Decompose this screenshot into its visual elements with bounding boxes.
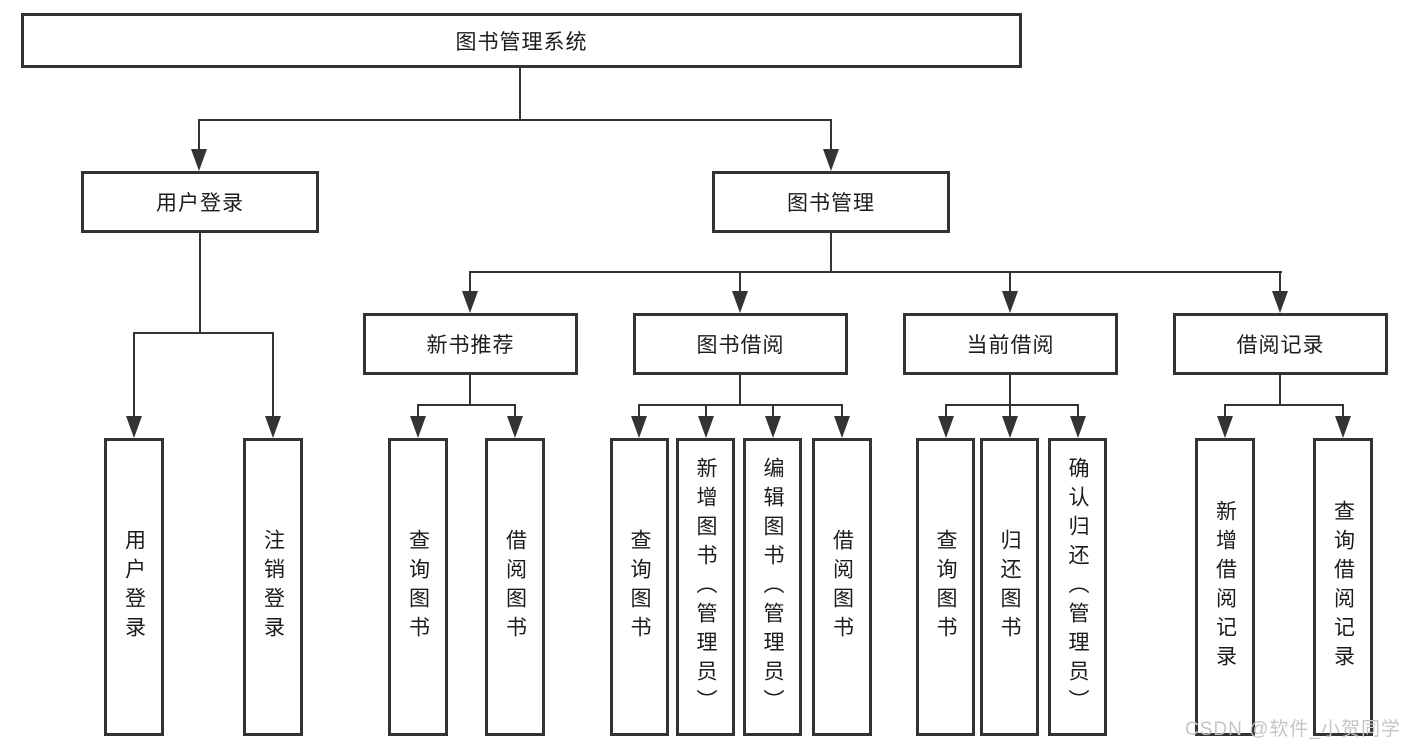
arrowhead-down-newbook-leaf1 <box>410 416 426 438</box>
arrowhead-down-currentborrow-leaf2 <box>1002 416 1018 438</box>
arrowhead-down-leaf-user-login <box>126 416 142 438</box>
node-root-library-management-system: 图书管理系统 <box>21 13 1022 68</box>
arrowhead-down-book-borrow <box>732 291 748 313</box>
arrowhead-down-bookborrow-leaf2 <box>698 416 714 438</box>
node-book-management: 图书管理 <box>712 171 950 233</box>
leaf-user-login: 用户登录 <box>104 438 164 736</box>
node-current-borrowing: 当前借阅 <box>903 313 1118 375</box>
connector-newbook-leaf2-stub <box>514 404 516 420</box>
arrowhead-down-leaf-logout <box>265 416 281 438</box>
connector-user-login-stub <box>198 119 200 152</box>
connector-bookborrow-leaf1-stub <box>638 404 640 420</box>
csdn-watermark: CSDN @软件_小贺同学 <box>1185 719 1401 740</box>
arrowhead-down-book-management <box>823 149 839 171</box>
leaf-logout: 注销登录 <box>243 438 303 736</box>
node-user-login-label: 用户登录 <box>156 192 244 215</box>
leaf-edit-books-admin-label: 编辑图书（管理员） <box>761 456 784 718</box>
arrowhead-down-newbook-leaf2 <box>507 416 523 438</box>
leaf-newbook-borrow-books: 借阅图书 <box>485 438 545 736</box>
arrowhead-down-new-book <box>462 291 478 313</box>
leaf-confirm-return-admin-label: 确认归还（管理员） <box>1066 456 1089 718</box>
connector-bookborrow-leaf2-stub <box>705 404 707 420</box>
leaf-currentborrow-query-books: 查询图书 <box>916 438 975 736</box>
connector-newbook-vline <box>469 375 471 405</box>
leaf-newbook-borrow-books-label: 借阅图书 <box>503 529 527 645</box>
connector-userlogin-vline <box>199 233 201 333</box>
connector-currentborrow-leaf1-stub <box>945 404 947 420</box>
node-new-book-recommend-label: 新书推荐 <box>426 334 515 357</box>
connector-bookborrow-vline <box>739 375 741 405</box>
leaf-edit-books-admin: 编辑图书（管理员） <box>743 438 802 736</box>
connector-current-borrow-stub <box>1009 271 1011 293</box>
connector-root-vline <box>519 68 521 120</box>
node-borrowing-records-label: 借阅记录 <box>1236 334 1325 357</box>
connector-borrowrecord-vline <box>1279 375 1281 405</box>
connector-level3-hline <box>469 271 1282 273</box>
leaf-user-login-label: 用户登录 <box>122 529 146 645</box>
leaf-add-books-admin-label: 新增图书（管理员） <box>694 456 717 718</box>
connector-book-management-stub <box>830 119 832 152</box>
connector-currentborrow-vline <box>1009 375 1011 405</box>
node-user-login: 用户登录 <box>81 171 319 233</box>
leaf-logout-label: 注销登录 <box>261 529 285 645</box>
node-root-label: 图书管理系统 <box>455 30 588 54</box>
arrowhead-down-user-login <box>191 149 207 171</box>
leaf-return-books-label: 归还图书 <box>998 529 1021 645</box>
connector-bookborrow-hline <box>638 404 843 406</box>
node-current-borrowing-label: 当前借阅 <box>966 334 1055 357</box>
leaf-add-borrow-record: 新增借阅记录 <box>1195 438 1255 736</box>
leaf-query-borrow-record-label: 查询借阅记录 <box>1331 500 1355 674</box>
node-book-borrowing-label: 图书借阅 <box>696 334 785 357</box>
node-new-book-recommend: 新书推荐 <box>363 313 578 375</box>
connector-bookborrow-leaf4-stub <box>841 404 843 420</box>
connector-new-book-stub <box>469 271 471 293</box>
connector-borrowrecord-leaf1-stub <box>1224 404 1226 420</box>
connector-currentborrow-leaf2-stub <box>1009 404 1011 420</box>
arrowhead-down-borrow-record <box>1272 291 1288 313</box>
connector-bookmgmt-vline <box>830 233 832 272</box>
node-book-borrowing: 图书借阅 <box>633 313 848 375</box>
arrowhead-down-currentborrow-leaf1 <box>938 416 954 438</box>
leaf-bookborrow-query-books-label: 查询图书 <box>628 529 651 645</box>
connector-currentborrow-leaf3-stub <box>1077 404 1079 420</box>
connector-root-hline <box>198 119 832 121</box>
connector-leaf-user-login-stub <box>133 332 135 418</box>
connector-newbook-leaf1-stub <box>417 404 419 420</box>
connector-userlogin-hline <box>133 332 274 334</box>
arrowhead-down-borrowrecord-leaf1 <box>1217 416 1233 438</box>
connector-bookborrow-leaf3-stub <box>772 404 774 420</box>
leaf-bookborrow-borrow-books: 借阅图书 <box>812 438 872 736</box>
connector-borrowrecord-hline <box>1224 404 1344 406</box>
leaf-add-books-admin: 新增图书（管理员） <box>676 438 735 736</box>
leaf-newbook-query-books-label: 查询图书 <box>406 529 430 645</box>
connector-book-borrow-stub <box>739 271 741 293</box>
leaf-confirm-return-admin: 确认归还（管理员） <box>1048 438 1107 736</box>
leaf-add-borrow-record-label: 新增借阅记录 <box>1213 500 1237 674</box>
leaf-newbook-query-books: 查询图书 <box>388 438 448 736</box>
connector-borrow-record-stub <box>1279 271 1281 293</box>
arrowhead-down-borrowrecord-leaf2 <box>1335 416 1351 438</box>
node-book-management-label: 图书管理 <box>787 192 875 215</box>
arrowhead-down-current-borrow <box>1002 291 1018 313</box>
leaf-query-borrow-record: 查询借阅记录 <box>1313 438 1373 736</box>
connector-newbook-hline <box>417 404 516 406</box>
arrowhead-down-bookborrow-leaf1 <box>631 416 647 438</box>
leaf-currentborrow-query-books-label: 查询图书 <box>934 529 957 645</box>
connector-currentborrow-hline <box>945 404 1079 406</box>
connector-leaf-logout-stub <box>272 332 274 418</box>
arrowhead-down-bookborrow-leaf4 <box>834 416 850 438</box>
arrowhead-down-bookborrow-leaf3 <box>765 416 781 438</box>
leaf-bookborrow-query-books: 查询图书 <box>610 438 669 736</box>
arrowhead-down-currentborrow-leaf3 <box>1070 416 1086 438</box>
leaf-return-books: 归还图书 <box>980 438 1039 736</box>
node-borrowing-records: 借阅记录 <box>1173 313 1388 375</box>
connector-borrowrecord-leaf2-stub <box>1342 404 1344 420</box>
leaf-bookborrow-borrow-books-label: 借阅图书 <box>830 529 854 645</box>
